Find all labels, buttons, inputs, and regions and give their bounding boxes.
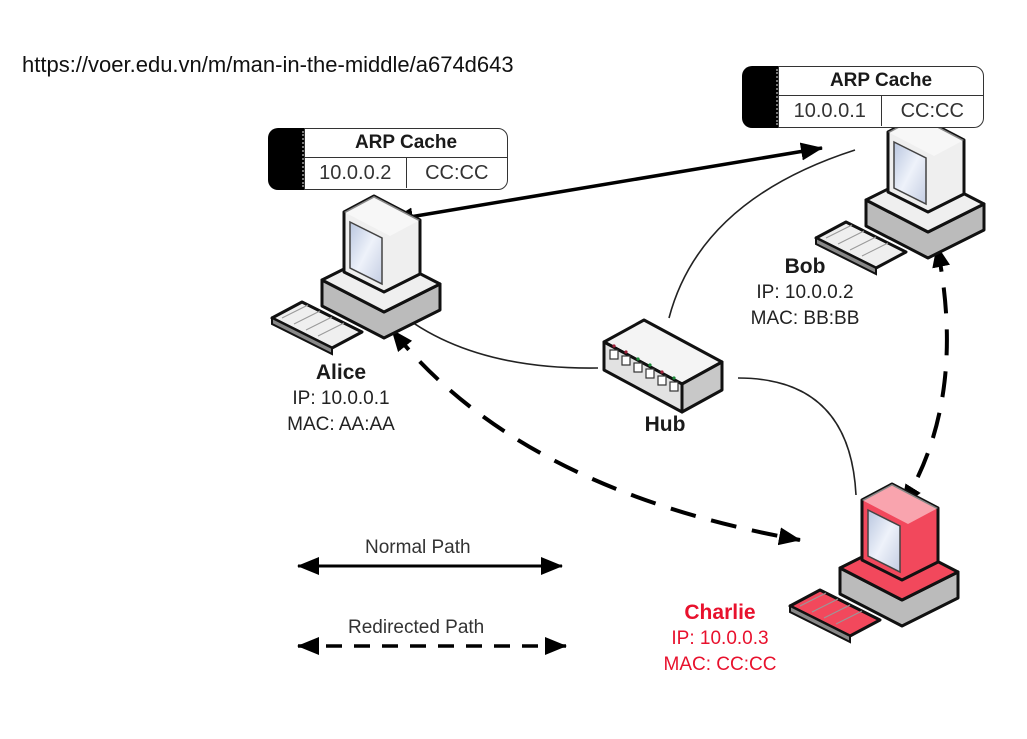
legend-normal-label: Normal Path — [365, 537, 471, 558]
arp-cache-ip: 10.0.0.1 — [779, 96, 882, 126]
alice-label: Alice IP: 10.0.0.1 MAC: AA:AA — [266, 360, 416, 438]
bob-arp-cache: ARP Cache 10.0.0.1 CC:CC — [742, 66, 984, 128]
arp-cache-title: ARP Cache — [305, 129, 507, 158]
redirected-path-bob-charlie — [900, 245, 950, 508]
normal-path-alice-bob — [391, 142, 823, 226]
node-name: Hub — [644, 413, 686, 436]
redirected-path-alice-charlie — [390, 328, 801, 546]
node-ip: IP: 10.0.0.2 — [756, 282, 854, 303]
arp-cache-mac: CC:CC — [425, 162, 489, 184]
node-mac: MAC: AA:AA — [287, 414, 395, 435]
hub-icon — [602, 318, 724, 414]
source-url: https://voer.edu.vn/m/man-in-the-middle/… — [22, 52, 514, 77]
node-ip: IP: 10.0.0.1 — [292, 388, 390, 409]
node-name: Alice — [315, 361, 367, 384]
cable-hub-charlie — [737, 377, 857, 496]
node-name: Charlie — [684, 601, 756, 624]
node-mac: MAC: BB:BB — [750, 308, 860, 329]
bob-computer-icon — [814, 114, 986, 276]
cable-alice-hub — [396, 310, 599, 369]
legend-redirected-label: Redirected Path — [348, 617, 485, 638]
bob-label: Bob IP: 10.0.0.2 MAC: BB:BB — [730, 254, 880, 332]
node-ip: IP: 10.0.0.3 — [671, 628, 769, 649]
charlie-computer-icon — [788, 482, 960, 644]
arp-cache-mac: CC:CC — [900, 100, 964, 122]
arp-cache-title: ARP Cache — [779, 67, 983, 96]
hub-label: Hub — [620, 412, 710, 438]
node-name: Bob — [784, 255, 826, 278]
arp-cache-tab — [742, 66, 780, 128]
charlie-label: Charlie IP: 10.0.0.3 MAC: CC:CC — [645, 600, 795, 678]
arp-cache-tab — [268, 128, 306, 190]
alice-computer-icon — [270, 194, 442, 356]
alice-arp-cache: ARP Cache 10.0.0.2 CC:CC — [268, 128, 508, 190]
arp-cache-ip: 10.0.0.2 — [305, 158, 407, 188]
node-mac: MAC: CC:CC — [663, 654, 777, 675]
